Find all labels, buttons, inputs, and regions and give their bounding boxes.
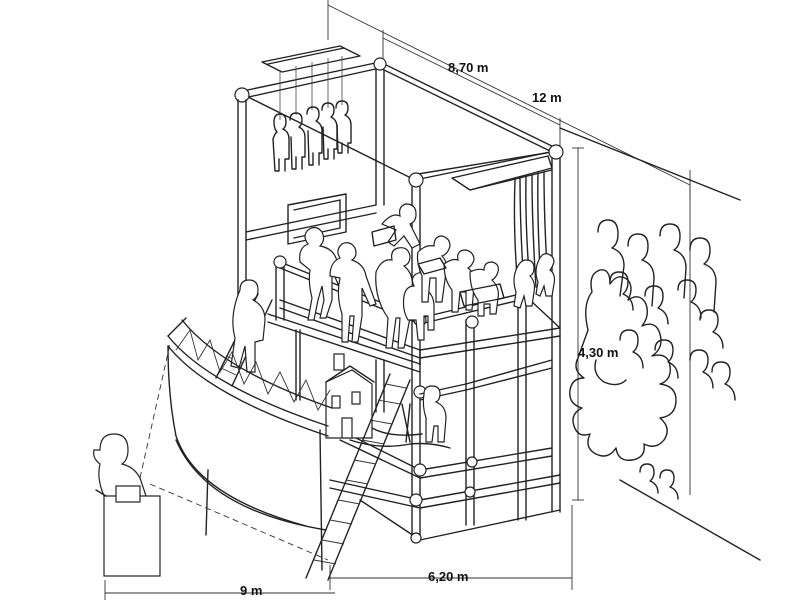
- projector-operator: [93, 343, 329, 577]
- performers-upper: [299, 203, 556, 349]
- audience-wall: [559, 127, 761, 561]
- dimension-top-width: 12 m: [532, 90, 562, 105]
- curved-truss-wall: [167, 317, 333, 571]
- dimension-left-width: 9 m: [240, 583, 263, 598]
- climber-figure: [230, 279, 266, 373]
- dimension-height: 4,30 m: [578, 345, 619, 360]
- performer-lower: [401, 385, 447, 443]
- ladder-front: [305, 373, 411, 581]
- dimension-lines: [104, 0, 691, 600]
- dimension-top-depth: 8,70 m: [448, 60, 489, 75]
- rigging-puppets: [261, 45, 361, 172]
- curtain-canopy: [451, 155, 553, 291]
- audience-crowd: [569, 219, 736, 500]
- house-set: [325, 353, 451, 449]
- dimension-front-width: 6,20 m: [428, 569, 469, 584]
